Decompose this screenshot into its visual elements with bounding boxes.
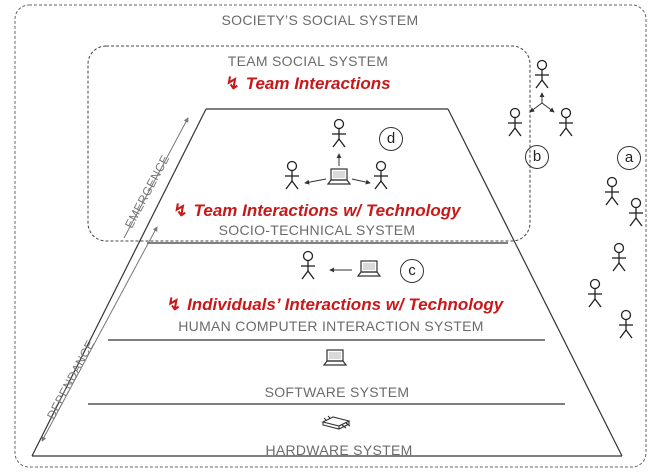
person-icon — [331, 118, 347, 148]
hci-interactions-text: Individuals’ Interactions w/ Technology — [187, 295, 504, 314]
chip-icon — [321, 415, 351, 430]
laptop-icon — [357, 260, 381, 277]
person-icon — [284, 160, 300, 190]
laptop-icon — [323, 349, 347, 366]
team-interactions-label: ↯ Team Interactions — [0, 74, 634, 94]
person-icon — [558, 107, 574, 137]
team-boundary — [87, 45, 531, 242]
marker-d: d — [379, 127, 403, 151]
hardware-title: HARDWARE SYSTEM — [265, 442, 413, 458]
sociotech-title: SOCIO-TECHNICAL SYSTEM — [218, 222, 416, 238]
hci-title: HUMAN COMPUTER INTERACTION SYSTEM — [178, 318, 484, 334]
marker-a: a — [617, 146, 641, 170]
laptop-icon — [327, 168, 351, 185]
person-icon — [300, 250, 316, 280]
team-interactions-text: Team Interactions — [245, 74, 391, 93]
team-group — [507, 59, 574, 137]
lightning-bolt-icon: ↯ — [173, 201, 188, 220]
lightning-bolt-icon: ↯ — [166, 295, 182, 314]
marker-c: c — [400, 259, 424, 283]
software-laptop — [323, 349, 347, 366]
society-boundary — [14, 4, 647, 468]
person-icon — [507, 107, 523, 137]
emergence-arrow — [123, 117, 189, 239]
software-title: SOFTWARE SYSTEM — [264, 384, 410, 400]
society-title: SOCIETY’S SOCIAL SYSTEM — [221, 12, 419, 28]
marker-b: b — [525, 145, 549, 169]
sociotech-interactions-text: Team Interactions w/ Technology — [193, 201, 461, 220]
person-icon — [373, 160, 389, 190]
team-with-computer-group — [284, 118, 389, 190]
hci-interactions-label: ↯ Individuals’ Interactions w/ Technology — [9, 295, 652, 315]
person-icon — [611, 242, 627, 272]
dependance-arrow — [41, 226, 158, 442]
sociotech-interactions-label: ↯ Team Interactions w/ Technology — [0, 201, 643, 221]
team-title: TEAM SOCIAL SYSTEM — [227, 53, 389, 69]
individual-with-computer-group — [300, 250, 381, 280]
lightning-bolt-icon: ↯ — [225, 74, 240, 93]
